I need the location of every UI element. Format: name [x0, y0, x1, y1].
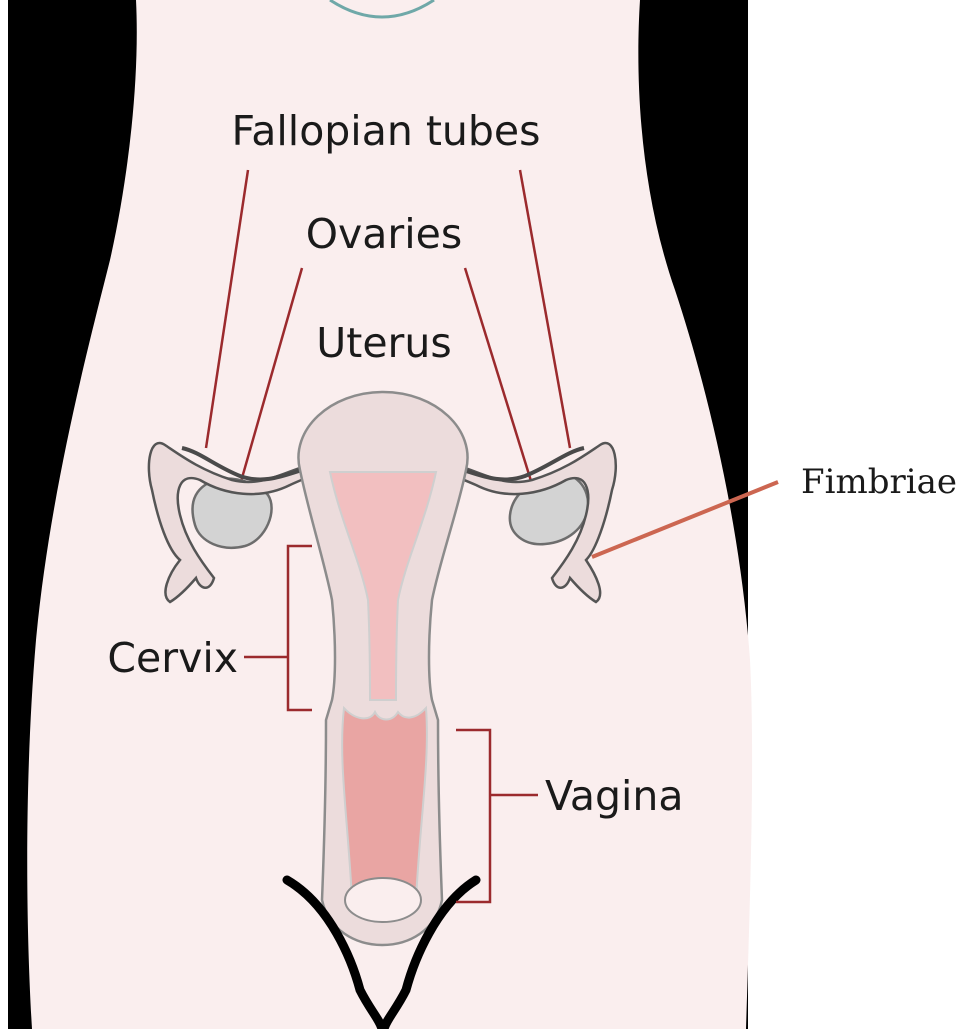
vaginal-canal	[342, 708, 427, 900]
label-fallopian-tubes: Fallopian tubes	[231, 107, 540, 155]
label-vagina: Vagina	[545, 772, 684, 820]
label-cervix: Cervix	[107, 634, 238, 682]
label-ovaries: Ovaries	[306, 210, 463, 258]
label-fimbriae: Fimbriae	[801, 462, 957, 502]
vaginal-opening	[345, 878, 421, 922]
label-uterus: Uterus	[316, 319, 452, 367]
